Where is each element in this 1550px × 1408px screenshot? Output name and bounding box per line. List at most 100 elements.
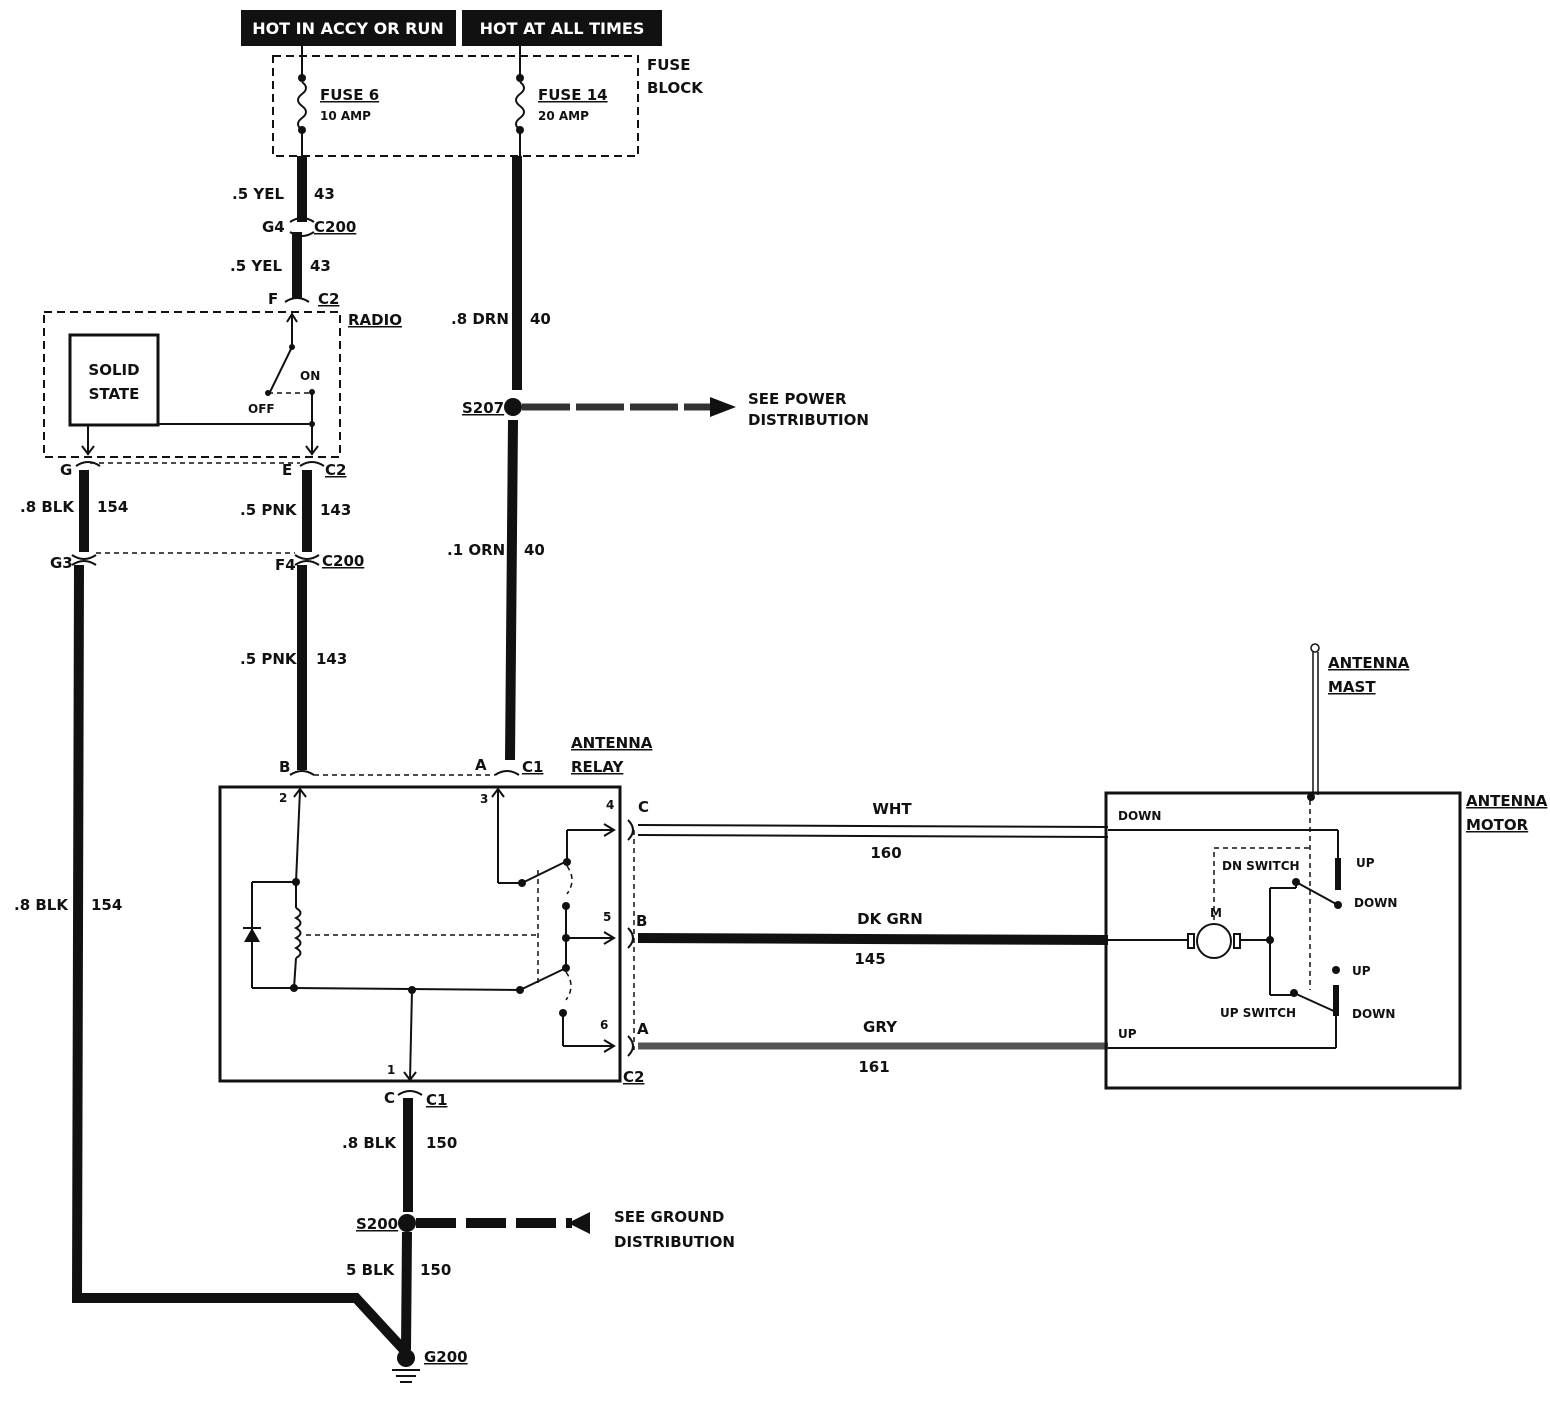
c2-connector-top: [284, 297, 310, 303]
antenna-relay-box: [218, 785, 622, 1083]
conn-f4: F4: [275, 556, 296, 574]
motor-up-2: UP: [1352, 964, 1371, 978]
wire-wht-160: [637, 824, 1109, 838]
yel-gauge-1: .5 YEL: [232, 185, 284, 203]
motor-title-2: MOTOR: [1466, 816, 1529, 834]
wht-circuit: 160: [870, 844, 901, 862]
fuse14-name: FUSE 14: [538, 86, 608, 104]
conn-g3: G3: [50, 554, 73, 572]
fuse6-rating: 10 AMP: [320, 109, 371, 123]
motor-down-1: DOWN: [1354, 896, 1397, 910]
relay-pin-5: 5: [603, 910, 611, 924]
relay-title-2: RELAY: [571, 758, 625, 776]
c1-bottom-connector: [397, 1090, 423, 1096]
splice-s200: [398, 1214, 416, 1232]
splice-s207-label: S207: [462, 399, 504, 417]
blk-circuit-2: 154: [91, 896, 122, 914]
ground-dist-arrow: [568, 1212, 590, 1234]
mast-title-1: ANTENNA: [1328, 654, 1410, 672]
motor-up-term: UP: [1118, 1027, 1137, 1041]
yel-circuit-1: 43: [314, 185, 335, 203]
pnk-circuit-2: 143: [316, 650, 347, 668]
blk-gauge-3: .8 BLK: [342, 1134, 397, 1152]
yel-circuit-2: 43: [310, 257, 331, 275]
pnk-gauge-1: .5 PNK: [240, 501, 298, 519]
blk-circuit-1: 154: [97, 498, 128, 516]
radio-switch-off: OFF: [248, 402, 275, 416]
hot-accy-run-banner: [241, 10, 456, 46]
conn-a-out: A: [637, 1020, 649, 1038]
fuse-block-title-1: FUSE: [647, 56, 690, 74]
conn-e: E: [282, 461, 292, 479]
blk-circuit-4: 150: [420, 1261, 451, 1279]
conn-g4: G4: [262, 218, 285, 236]
conn-c-out: C: [638, 798, 649, 816]
see-power-1: SEE POWER: [748, 390, 847, 408]
c1-relay-connector: [289, 770, 520, 776]
blk-circuit-3: 150: [426, 1134, 457, 1152]
see-power-2: DISTRIBUTION: [748, 411, 869, 429]
radio-switch: [81, 312, 319, 456]
solid-state-box: [68, 333, 160, 427]
orn-gauge-1: .8 DRN: [451, 310, 509, 328]
radio-title: RADIO: [348, 311, 402, 329]
up-switch-label: UP SWITCH: [1220, 1006, 1296, 1020]
blk-gauge-1: .8 BLK: [20, 498, 75, 516]
orn-circuit-1: 40: [530, 310, 551, 328]
antenna-motor-box: [1104, 791, 1462, 1090]
relay-title-1: ANTENNA: [571, 734, 653, 752]
dn-switch-label: DN SWITCH: [1222, 859, 1300, 873]
see-ground-1: SEE GROUND: [614, 1208, 724, 1226]
orn-circuit-2: 40: [524, 541, 545, 559]
relay-pin-6: 6: [600, 1018, 608, 1032]
dkgrn-color: DK GRN: [857, 910, 923, 928]
conn-c2-top: C2: [318, 290, 339, 308]
conn-c2-relay: C2: [623, 1068, 644, 1086]
fuse-14: [515, 46, 525, 156]
radio-outline: [43, 311, 341, 458]
blk-gauge-4: 5 BLK: [346, 1261, 396, 1279]
motor-symbol: M: [1210, 906, 1222, 920]
motor-internal-circuit: [1108, 829, 1342, 1049]
g200-label: G200: [424, 1348, 468, 1366]
radio-switch-on: ON: [300, 369, 320, 383]
fuse14-rating: 20 AMP: [538, 109, 589, 123]
conn-c200-top: C200: [314, 218, 356, 236]
conn-b-out: B: [636, 912, 647, 930]
pnk-gauge-2: .5 PNK: [240, 650, 298, 668]
fuse-block-outline: [272, 55, 639, 157]
conn-c-relay-bottom: C: [384, 1089, 395, 1107]
antenna-mast: [1307, 643, 1320, 990]
splice-s200-label: S200: [356, 1215, 398, 1233]
hot-accy-run-label: HOT IN ACCY OR RUN: [252, 19, 444, 38]
conn-a: A: [475, 756, 487, 774]
ground-g200-icon: [392, 1349, 420, 1383]
fuse-block-title-2: BLOCK: [647, 79, 704, 97]
power-dist-arrow: [710, 397, 736, 417]
mast-title-2: MAST: [1328, 678, 1376, 696]
orn-gauge-2: .1 ORN: [447, 541, 505, 559]
solid-state-2: STATE: [89, 385, 140, 403]
relay-pin-2: 2: [279, 791, 287, 805]
gry-color: GRY: [863, 1018, 898, 1036]
conn-c200-mid: C200: [322, 552, 364, 570]
relay-internal-circuit: [243, 787, 616, 1082]
see-ground-2: DISTRIBUTION: [614, 1233, 735, 1251]
yel-gauge-2: .5 YEL: [230, 257, 282, 275]
c2-connector-mid: [75, 461, 325, 467]
motor-up-1: UP: [1356, 856, 1375, 870]
hot-all-times-banner: [462, 10, 662, 46]
pnk-circuit-1: 143: [320, 501, 351, 519]
relay-pin-1: 1: [387, 1063, 395, 1077]
blk-gauge-2: .8 BLK: [14, 896, 69, 914]
conn-c1-relay: C1: [522, 758, 543, 776]
wht-color: WHT: [872, 800, 912, 818]
wire-orn-40-lower: [505, 419, 518, 761]
conn-g: G: [60, 461, 72, 479]
gry-circuit: 161: [858, 1058, 889, 1076]
dkgrn-circuit: 145: [854, 950, 885, 968]
wire-blk-150-lower: [401, 1231, 412, 1351]
splice-s207: [504, 398, 522, 416]
conn-c1-bottom: C1: [426, 1091, 447, 1109]
